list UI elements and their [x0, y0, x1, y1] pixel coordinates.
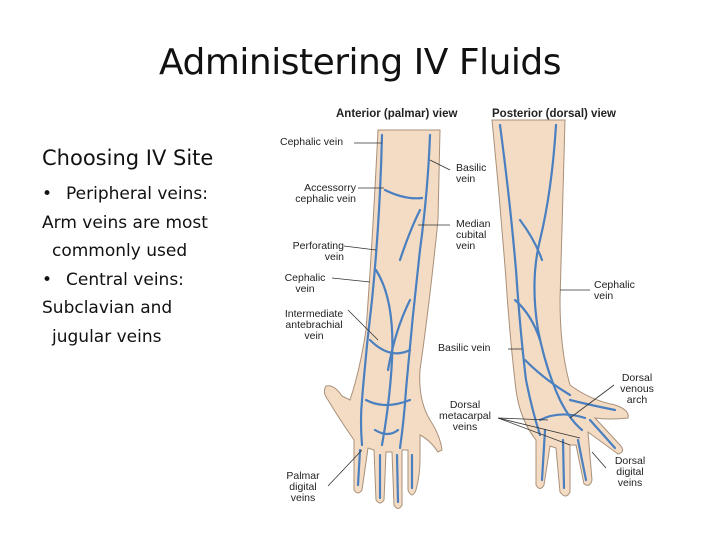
label-intermediate-antebrachial-vein: Intermediate antebrachial vein: [284, 308, 344, 342]
anterior-veins: [356, 133, 432, 504]
posterior-view-title: Posterior (dorsal) view: [492, 108, 616, 120]
posterior-veins: [498, 123, 617, 490]
label-dorsal-digital-veins: Dorsal digital veins: [614, 455, 646, 489]
label-perforating-vein: Perforating vein: [292, 240, 344, 263]
label-cephalic-vein-right: Cephalic vein: [594, 279, 635, 302]
label-dorsal-metacarpal-veins: Dorsal metacarpal veins: [439, 399, 491, 433]
body-line: Arm veins are most: [42, 212, 208, 233]
body-line: Subclavian and: [42, 298, 173, 318]
arm-drawing: [323, 119, 629, 509]
slide-title: Administering IV Fluids: [159, 42, 562, 83]
body-line: commonly used: [52, 241, 188, 261]
label-accessory-cephalic-vein: Accessorry cephalic vein: [295, 182, 356, 205]
body-text: Choosing IV Site • Peripheral veins: Arm …: [42, 146, 262, 351]
body-line: jugular veins: [52, 326, 162, 347]
label-cephalic-vein-top: Cephalic vein: [280, 136, 344, 148]
section-heading: Choosing IV Site: [42, 146, 214, 170]
posterior-arm: [491, 119, 629, 497]
label-median-cubital-vein: Median cubital vein: [456, 218, 491, 252]
label-palmar-digital-veins: Palmar digital veins: [286, 470, 320, 504]
bullet-icon: •: [42, 269, 53, 290]
label-dorsal-venous-arch: Dorsal venous arch: [620, 372, 654, 406]
bullet-text: Central veins:: [66, 269, 184, 290]
bullet-icon: •: [42, 184, 53, 204]
label-basilic-vein-top: Basilic vein: [456, 162, 487, 185]
label-cephalic-vein-left: Cephalic vein: [284, 272, 326, 295]
label-basilic-vein-mid: Basilic vein: [438, 342, 491, 354]
bullet-text: Peripheral veins:: [66, 184, 208, 204]
arm-veins-illustration: Anterior (palmar) view Posterior (dorsal…: [270, 100, 670, 520]
bullet-line-central: • Central veins:: [42, 266, 262, 295]
label-leader-lines: [327, 142, 615, 487]
anterior-view-title: Anterior (palmar) view: [336, 108, 458, 120]
bullet-line-peripheral: • Peripheral veins:: [42, 180, 262, 209]
